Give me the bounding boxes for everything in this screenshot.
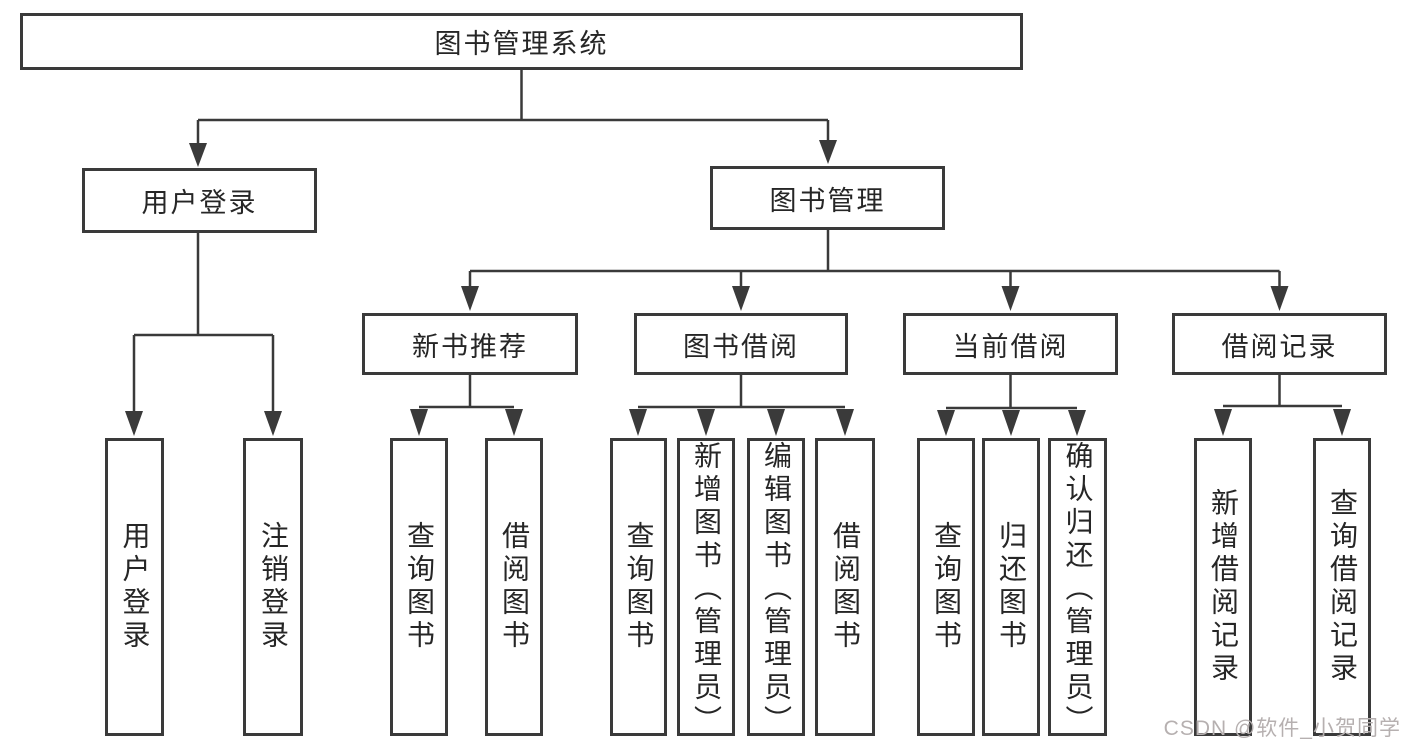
leaf-query-books-current: 查询图书 xyxy=(917,438,975,736)
node-book-borrow: 图书借阅 xyxy=(634,313,848,375)
leaf-confirm-return-admin: 确认归还（管理员） xyxy=(1048,438,1107,738)
node-root: 图书管理系统 xyxy=(20,13,1023,70)
connector-borrow-record-group xyxy=(1214,375,1351,436)
leaf-query-books-borrow-label: 查询图书 xyxy=(623,521,655,653)
leaf-edit-book-admin: 编辑图书（管理员） xyxy=(747,438,805,738)
leaf-return-book: 归还图书 xyxy=(982,438,1040,736)
leaf-borrow-books-new: 借阅图书 xyxy=(485,438,543,736)
node-root-label: 图书管理系统 xyxy=(434,29,609,59)
node-user-login-label: 用户登录 xyxy=(141,188,258,218)
leaf-return-book-label: 归还图书 xyxy=(996,521,1027,653)
node-new-book-rec: 新书推荐 xyxy=(362,313,578,375)
leaf-add-borrow-record: 新增借阅记录 xyxy=(1194,438,1252,736)
node-book-mgmt: 图书管理 xyxy=(710,166,945,230)
leaf-edit-book-admin-label: 编辑图书（管理员） xyxy=(761,441,792,738)
leaf-query-books-new: 查询图书 xyxy=(390,438,448,736)
connector-root-to-level2 xyxy=(189,70,837,167)
leaf-add-book-admin: 新增图书（管理员） xyxy=(677,438,735,738)
leaf-query-books-current-label: 查询图书 xyxy=(931,521,962,653)
leaf-borrow-books-new-label: 借阅图书 xyxy=(499,521,530,653)
connector-new-book-group xyxy=(410,375,523,436)
leaf-borrow-books-label: 借阅图书 xyxy=(830,521,861,653)
leaf-add-book-admin-label: 新增图书（管理员） xyxy=(691,441,722,738)
leaf-user-login-label: 用户登录 xyxy=(119,521,151,653)
leaf-query-books-borrow: 查询图书 xyxy=(610,438,667,736)
leaf-query-borrow-record: 查询借阅记录 xyxy=(1313,438,1371,736)
leaf-query-borrow-record-label: 查询借阅记录 xyxy=(1327,488,1358,686)
connector-user-login-group xyxy=(125,233,282,436)
leaf-add-borrow-record-label: 新增借阅记录 xyxy=(1208,488,1239,686)
leaf-logout: 注销登录 xyxy=(243,438,303,736)
connector-current-borrow-group xyxy=(937,375,1086,436)
node-new-book-rec-label: 新书推荐 xyxy=(412,331,528,362)
node-current-borrow: 当前借阅 xyxy=(903,313,1118,375)
leaf-confirm-return-admin-label: 确认归还（管理员） xyxy=(1062,441,1094,738)
node-user-login: 用户登录 xyxy=(82,168,317,233)
leaf-user-login: 用户登录 xyxy=(105,438,164,736)
node-current-borrow-label: 当前借阅 xyxy=(952,331,1069,362)
connector-book-mgmt-to-level3 xyxy=(461,230,1289,311)
leaf-logout-label: 注销登录 xyxy=(258,521,289,653)
node-borrow-records: 借阅记录 xyxy=(1172,313,1387,375)
node-book-borrow-label: 图书借阅 xyxy=(683,331,799,362)
leaf-query-books-new-label: 查询图书 xyxy=(404,521,435,653)
leaf-borrow-books: 借阅图书 xyxy=(815,438,875,736)
connector-book-borrow-group xyxy=(629,375,854,436)
node-book-mgmt-label: 图书管理 xyxy=(769,185,886,216)
node-borrow-records-label: 借阅记录 xyxy=(1221,331,1338,362)
